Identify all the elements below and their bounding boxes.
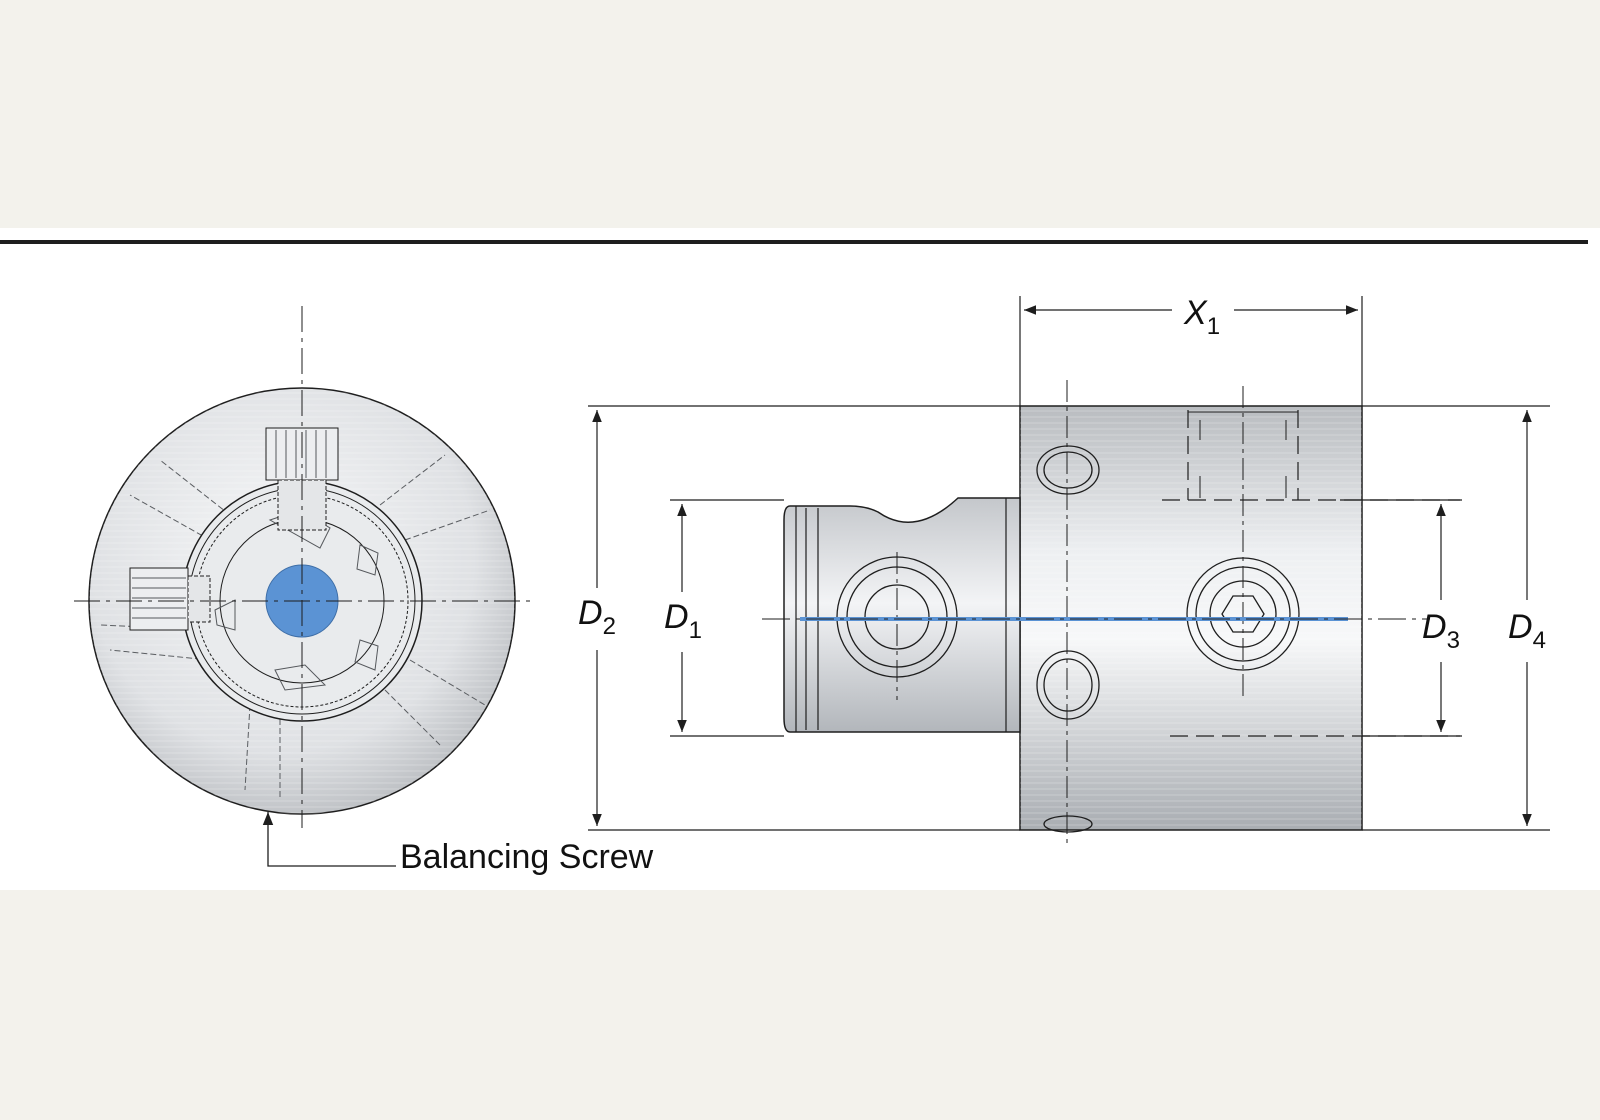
- d1-label: D1: [664, 598, 702, 644]
- body-top-pocket: [1187, 411, 1299, 498]
- end-view: [74, 306, 532, 828]
- balancing-screw-label: Balancing Screw: [400, 838, 654, 876]
- dimension-labels: X1 D2 D1 D3 D4: [578, 294, 1546, 654]
- end-view-balancing-screw: [129, 567, 211, 631]
- dimensions: [588, 296, 1550, 831]
- shank: [783, 497, 1021, 733]
- x1-label: X1: [1183, 294, 1220, 340]
- body-cross-holes: [1036, 445, 1100, 833]
- end-view-pockets: [214, 509, 379, 691]
- shank-hole-centerlines: [896, 380, 1244, 845]
- balancing-screw-callout: Balancing Screw: [262, 812, 654, 876]
- d3-label: D3: [1422, 608, 1460, 654]
- d2-label: D2: [578, 594, 616, 640]
- end-view-centerlines: [74, 306, 532, 828]
- side-view: [762, 380, 1460, 845]
- top-rule: [0, 240, 1588, 244]
- d4-label: D4: [1508, 608, 1546, 654]
